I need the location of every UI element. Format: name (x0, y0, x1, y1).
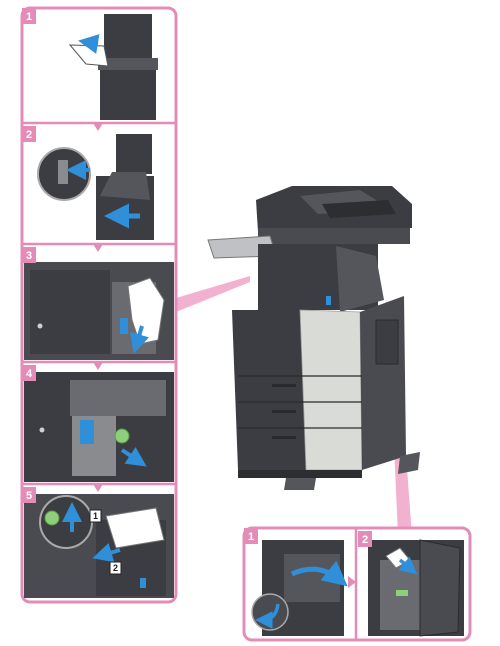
step-separator-arrow (348, 576, 356, 588)
left-step-2-number: 2 (26, 129, 32, 141)
left-step-4: 4 (22, 365, 174, 482)
left-step-5-tag-2: 2 (113, 563, 118, 573)
left-step-5-tag-1: 1 (93, 511, 98, 521)
left-step-column: 1 2 3 (20, 6, 178, 604)
left-step-1: 1 (22, 8, 158, 120)
left-step-3: 3 (22, 247, 174, 360)
step-separator-arrow (93, 362, 103, 370)
left-step-5: 1 2 5 (22, 487, 174, 598)
open-side-door (419, 539, 461, 637)
handle-detail-magnifier (251, 593, 289, 631)
left-step-4-number: 4 (26, 368, 33, 380)
right-step-1-number: 1 (248, 531, 254, 543)
right-step-2-number: 2 (362, 534, 368, 546)
right-step-box: 1 2 (242, 526, 472, 642)
mfp-machine (207, 186, 420, 490)
front-light-panel (299, 309, 363, 471)
finisher-unit (336, 246, 384, 312)
step-separator-arrow (93, 244, 103, 252)
step-separator-arrow (93, 123, 103, 131)
left-step-1-number: 1 (26, 11, 32, 23)
left-callout-wedge (176, 276, 250, 312)
left-step-3-number: 3 (26, 250, 32, 262)
right-step-1: 1 (244, 528, 348, 636)
left-step-5-number: 5 (26, 490, 32, 502)
step-separator-arrow (93, 484, 103, 492)
jammed-paper (127, 277, 165, 345)
green-lever (114, 428, 130, 444)
left-step-2: 2 (22, 126, 154, 240)
right-step-2: 2 (358, 531, 464, 637)
